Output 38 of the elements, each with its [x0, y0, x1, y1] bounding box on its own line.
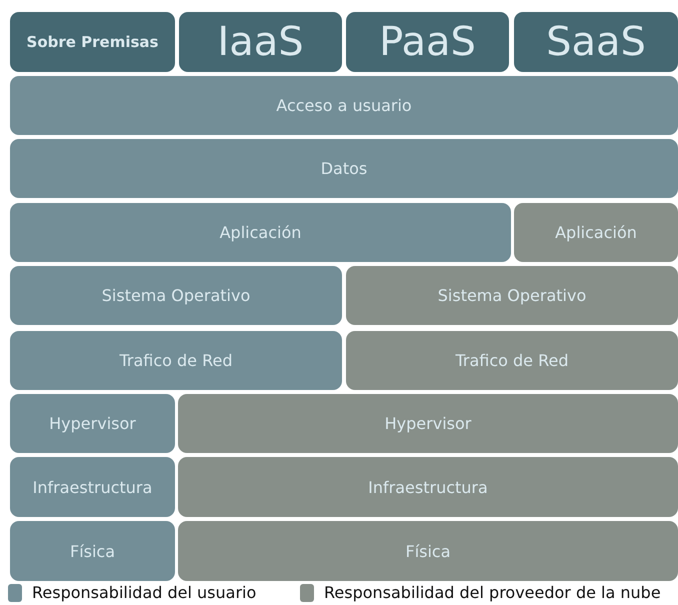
box-label: Datos [320, 159, 368, 178]
layer-box [346, 266, 678, 325]
layer-box [178, 457, 678, 517]
layer-box [178, 394, 678, 453]
box-label: Sobre Premisas [26, 33, 158, 51]
layer-box [10, 76, 678, 135]
box-label: SaaS [546, 19, 646, 65]
box-label: Sistema Operativo [102, 286, 250, 305]
layer-box [10, 394, 175, 453]
box-label: Infraestructura [368, 478, 488, 496]
layer-box [10, 521, 175, 581]
box-label: Sistema Operativo [438, 286, 586, 305]
box-label: Física [405, 542, 451, 560]
box-label: Trafico de Red [119, 351, 233, 370]
legend-label: Responsabilidad del usuario [32, 583, 256, 602]
layer-box [10, 203, 511, 262]
layer-box [10, 457, 175, 517]
header-box [179, 12, 342, 72]
box-label: PaaS [379, 19, 476, 65]
header-box [346, 12, 509, 72]
layer-box [10, 139, 678, 198]
layer-box [178, 521, 678, 581]
box-label: Infraestructura [32, 478, 152, 496]
header-box [10, 12, 175, 72]
layer-box [514, 203, 678, 262]
box-label: Aplicación [220, 223, 302, 242]
box-label: Acceso a usuario [276, 96, 412, 115]
box-label: Física [70, 542, 116, 560]
box-label: Aplicación [555, 223, 637, 242]
layer-box [346, 331, 678, 390]
legend-label: Responsabilidad del proveedor de la nube [324, 583, 661, 602]
layer-box [10, 331, 342, 390]
box-label: Hypervisor [384, 414, 472, 433]
box-label: Hypervisor [49, 414, 136, 433]
box-label: Trafico de Red [455, 351, 569, 370]
header-box [514, 12, 678, 72]
layer-box [10, 266, 342, 325]
box-label: IaaS [217, 19, 304, 65]
